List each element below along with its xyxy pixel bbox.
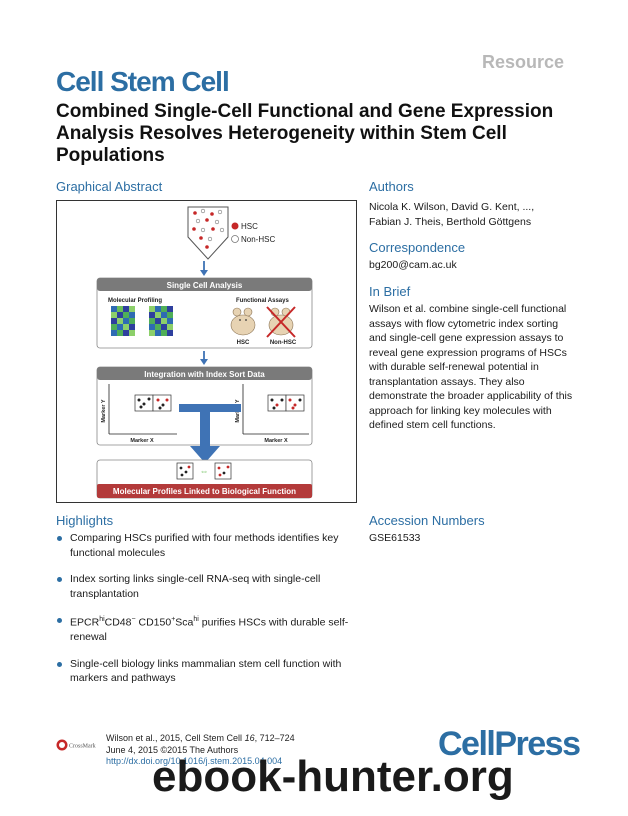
bullet-icon xyxy=(57,618,62,623)
legend-non-hsc-label: Non-HSC xyxy=(241,235,275,244)
panel3-title: Molecular Profiles Linked to Biological … xyxy=(113,487,296,496)
arrow-down-icon xyxy=(200,359,208,365)
graphical-abstract-figure: HSC Non-HSC Single Cell Analysis Molecul… xyxy=(96,206,313,499)
correspondence-email[interactable]: bg200@cam.ac.uk xyxy=(369,259,457,271)
journal-name: Cell Stem Cell xyxy=(56,66,230,97)
highlights-heading: Highlights xyxy=(56,513,114,528)
doi-link[interactable]: http://dx.doi.org/10.1016/j.stem.2015.04… xyxy=(106,756,283,766)
marker-x-label-right: Marker X xyxy=(264,438,288,444)
bidirectional-arrow-icon: ⇔ xyxy=(200,466,209,476)
mouse-icon xyxy=(230,307,256,336)
panel2-title: Integration with Index Sort Data xyxy=(144,370,265,379)
in-brief-text: Wilson et al. combine single-cell functi… xyxy=(369,303,573,431)
highlight-item: Index sorting links single-cell RNA-seq … xyxy=(56,572,356,601)
bullet-icon xyxy=(57,661,62,667)
cellpress-logo: CellPress xyxy=(438,725,581,763)
arrow-down-icon xyxy=(200,270,208,276)
crossed-mouse-icon xyxy=(266,306,296,338)
crossmark-logo[interactable]: CrossMark xyxy=(56,738,100,752)
legend-hsc-dot xyxy=(231,222,239,230)
merge-arrow-icon xyxy=(179,404,241,463)
article-title: Combined Single-Cell Functional and Gene… xyxy=(56,101,554,166)
publication-date: June 4, 2015 ©2015 The Authors xyxy=(106,744,239,755)
legend-hsc-label: HSC xyxy=(241,222,258,231)
bullet-icon xyxy=(57,536,62,541)
authors-list: Nicola K. Wilson, David G. Kent, ..., Fa… xyxy=(369,200,589,229)
functional-hsc-label: HSC xyxy=(237,340,250,346)
sample-tube-icon xyxy=(187,206,229,260)
highlight-item: EPCRhiCD48− CD150+Scahi purifies HSCs wi… xyxy=(56,613,356,645)
graphical-abstract: HSC Non-HSC Single Cell Analysis Molecul… xyxy=(56,200,357,503)
bullet-icon xyxy=(57,577,62,582)
authors-line-2: Fabian J. Theis, Berthold Göttgens xyxy=(369,215,532,228)
accession-heading: Accession Numbers xyxy=(369,513,485,528)
molecular-profiling-label: Molecular Profiling xyxy=(108,298,162,304)
correspondence-heading: Correspondence xyxy=(369,240,466,255)
functional-assays-label: Functional Assays xyxy=(236,298,289,304)
citation-block: Wilson et al., 2015, Cell Stem Cell 16, … xyxy=(106,733,295,768)
watermark: ebook-hunter.org xyxy=(152,752,514,801)
legend-non-hsc-dot xyxy=(231,235,239,243)
accession-number[interactable]: GSE61533 xyxy=(369,532,421,544)
resource-label: Resource xyxy=(481,52,564,72)
functional-non-hsc-label: Non-HSC xyxy=(270,340,297,346)
authors-heading: Authors xyxy=(369,179,414,194)
marker-y-label-left: Marker Y xyxy=(101,399,107,422)
highlight-item: Comparing HSCs purified with four method… xyxy=(56,531,356,560)
expression-heatmap-right xyxy=(149,306,173,336)
panel1-title: Single Cell Analysis xyxy=(167,281,243,290)
marker-x-label-left: Marker X xyxy=(130,438,154,444)
svg-text:CrossMark: CrossMark xyxy=(69,744,96,750)
expression-heatmap-left xyxy=(111,306,135,336)
highlight-item: Single-cell biology links mammalian stem… xyxy=(56,657,356,686)
authors-line-1: Nicola K. Wilson, David G. Kent, ..., xyxy=(369,201,535,213)
graphical-abstract-heading: Graphical Abstract xyxy=(56,179,163,194)
citation-line: Wilson et al., 2015, Cell Stem Cell 16, … xyxy=(106,733,295,743)
highlights-list: Comparing HSCs purified with four method… xyxy=(56,531,356,696)
in-brief-heading: In Brief xyxy=(369,284,411,299)
